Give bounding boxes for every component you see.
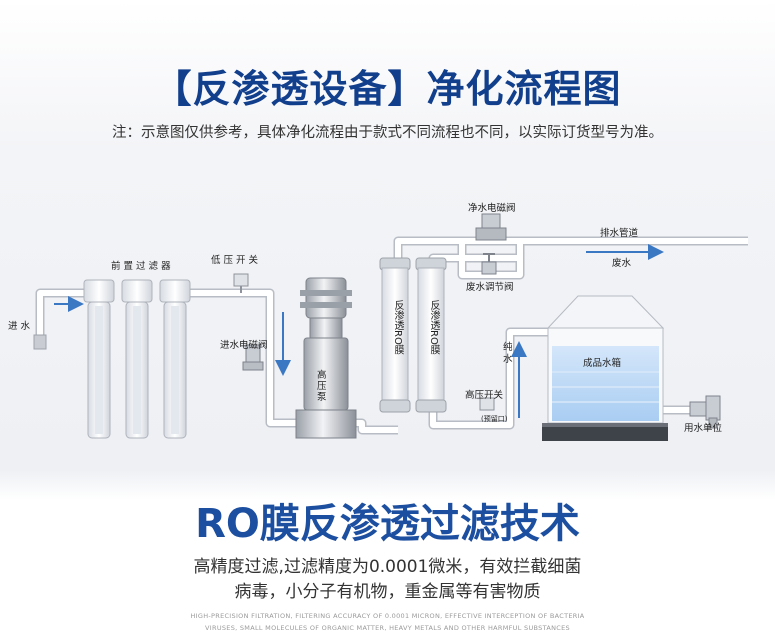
english-line-2: VIRUSES, SMALL MOLECULES OF ORGANIC MATT… (205, 624, 570, 632)
flow-arrows (54, 244, 664, 418)
label-inlet: 进 水 (8, 321, 31, 332)
label-use-point: 用水单位 (684, 423, 723, 434)
product-tank (542, 295, 668, 441)
label-inlet-solenoid: 进水电磁阀 (220, 340, 268, 351)
label-pump: 高压泵 (317, 370, 327, 403)
label-low-pressure-switch: 低 压 开 关 (211, 255, 259, 266)
high-pressure-pump (295, 277, 357, 439)
description-line-1: 高精度过滤,过滤精度为0.0001微米，有效拦截细菌 (193, 557, 582, 577)
high-pressure-switch-body (479, 397, 495, 411)
label-waste-valve: 废水调节阀 (466, 282, 514, 293)
ro-membrane-vessels (379, 257, 447, 413)
label-ro-membrane-1: 反渗透RO膜 (392, 300, 403, 355)
prefilter-3 (159, 279, 191, 439)
label-waste-water: 废水 (612, 258, 632, 269)
faucet (689, 395, 721, 429)
label-prefilter: 前 置 过 滤 器 (111, 261, 171, 272)
label-port-note: (预留口) (481, 415, 508, 423)
label-high-pressure-switch: 高压开关 (465, 390, 504, 401)
label-pure-water: 纯水 (503, 342, 513, 365)
prefilter-2 (121, 279, 153, 439)
prefilter-1 (83, 279, 115, 439)
label-clean-solenoid: 净水电磁阀 (468, 203, 516, 214)
label-ro-membrane-2: 反渗透RO膜 (428, 300, 439, 355)
label-drain-pipe: 排水管道 (600, 228, 639, 239)
headline: RO膜反渗透过滤技术 (195, 501, 580, 547)
description-line-2: 病毒，小分子有机物，重金属等有害物质 (234, 582, 541, 602)
disclaimer-note: 注：示意图仅供参考，具体净化流程由于款式不同流程也不同，以实际订货型号为准。 (112, 125, 663, 141)
inlet-solenoid-valve (242, 344, 264, 371)
page-title: 【反渗透设备】净化流程图 (153, 67, 622, 111)
clean-water-solenoid (475, 213, 507, 241)
label-product-tank: 成品水箱 (583, 358, 622, 369)
inlet-fitting (33, 334, 47, 350)
prefilter-housings (83, 279, 191, 439)
waste-adjust-valve (481, 253, 497, 275)
low-pressure-switch-body (233, 273, 249, 287)
english-line-1: HIGH-PRECISION FILTRATION, FILTERING ACC… (190, 612, 585, 620)
